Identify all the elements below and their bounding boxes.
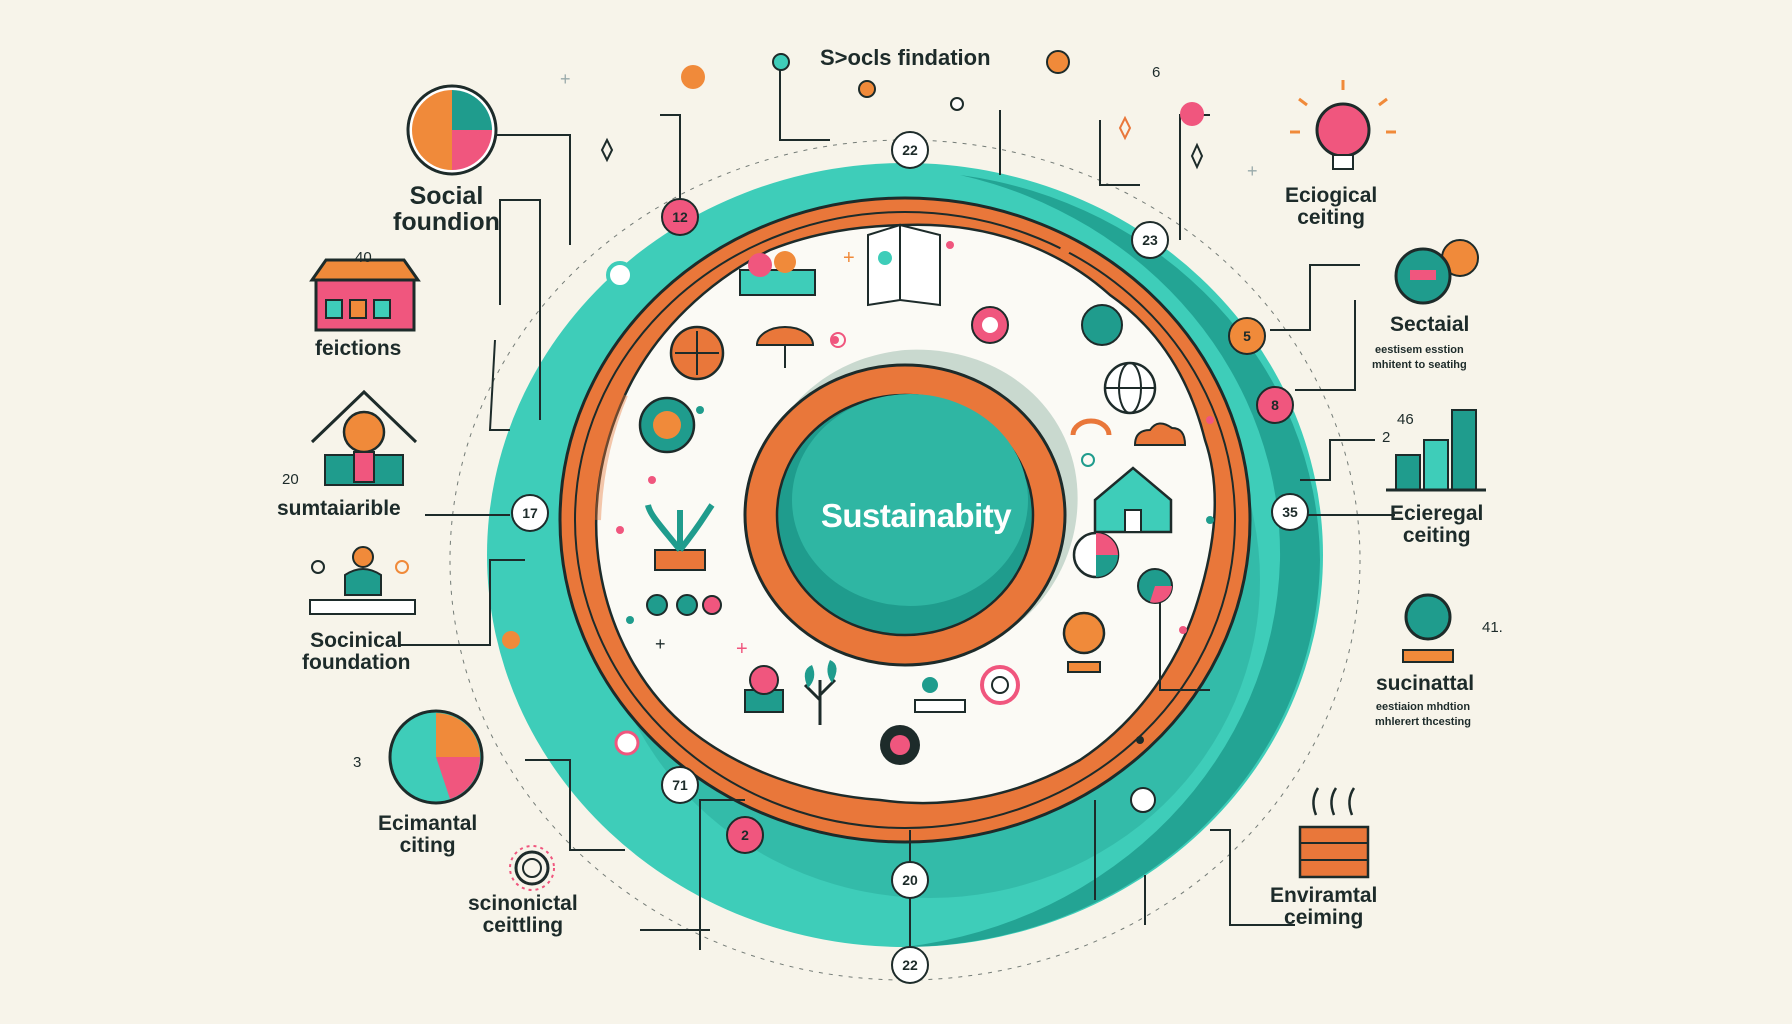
flower-icon xyxy=(880,725,920,765)
compass-icon xyxy=(669,325,725,381)
pie-chart-icon xyxy=(406,84,498,176)
globe-sun-icon xyxy=(1394,239,1479,305)
pie-icon-ring xyxy=(1072,531,1120,579)
bar-chart-icon xyxy=(1386,409,1486,492)
house-person-icon xyxy=(310,389,418,486)
badge-20: 20 xyxy=(891,861,929,899)
badge-22-bottom: 22 xyxy=(891,946,929,984)
top-title: S>ocls findation xyxy=(820,45,991,70)
label-enviramtal-ceiming: Enviramtal ceiming xyxy=(1270,884,1378,930)
label-eciogical-ceiting: Eciogical ceiting xyxy=(1285,184,1378,230)
badge-8: 8 xyxy=(1256,386,1294,424)
label-ecimantal-citing: Ecimantal citing xyxy=(378,812,478,858)
lightbulb-icon xyxy=(1290,80,1396,170)
inner-hole xyxy=(743,349,1078,667)
ring-icons xyxy=(638,223,1187,765)
webcam-icon xyxy=(1062,611,1106,673)
umbrella-icon xyxy=(755,326,815,368)
stall-icon xyxy=(739,251,816,296)
label-ecieregal-ceiting: Ecieregal ceiting xyxy=(1390,502,1484,548)
label-sectaial-sub: eestisem esstion mhitent to seatihg xyxy=(1372,344,1467,371)
svg-text:+: + xyxy=(655,634,666,654)
target-icon xyxy=(971,306,1009,344)
confetti: + + + + + xyxy=(560,69,1258,744)
tree-icon xyxy=(803,660,837,725)
label-sectaial: Sectaial xyxy=(1390,313,1470,336)
svg-text:+: + xyxy=(736,638,748,660)
spiral-icon xyxy=(509,845,555,891)
home-icon xyxy=(1093,466,1173,534)
pie-chart-icon-2 xyxy=(388,709,484,805)
number-2: 2 xyxy=(1382,429,1391,446)
plant-pot-icon xyxy=(645,503,715,571)
number-20: 20 xyxy=(282,471,299,488)
rainbow-icon xyxy=(1070,418,1112,436)
label-sumtaiarible: sumtaiarible xyxy=(277,497,401,520)
cloud-icon xyxy=(1133,422,1187,446)
bench-icon xyxy=(914,677,966,713)
connector-dots xyxy=(502,50,1204,813)
badge-22-top: 22 xyxy=(891,131,929,169)
svg-text:+: + xyxy=(1247,161,1258,181)
bush-icon xyxy=(744,665,784,713)
pie-icon-ring-2 xyxy=(1137,568,1173,604)
label-social-foundion: Social foundion xyxy=(393,182,500,237)
globe-icon-2 xyxy=(1081,304,1123,346)
small-globes xyxy=(646,594,722,616)
market-stall-icon xyxy=(309,258,421,332)
number-46: 46 xyxy=(1397,411,1414,428)
badge-23: 23 xyxy=(1131,221,1169,259)
label-scinonictal-ceittling: scinonictal ceittling xyxy=(468,892,578,938)
label-sucinattal: sucinattal xyxy=(1376,672,1475,695)
badge-35: 35 xyxy=(1271,493,1309,531)
globe-icon xyxy=(1103,361,1157,415)
badge-71: 71 xyxy=(661,766,699,804)
svg-text:+: + xyxy=(560,69,571,89)
number-3: 3 xyxy=(353,754,362,771)
label-sucinattal-sub: eestiaion mhdtion mhlerert thcesting xyxy=(1375,701,1471,728)
label-socinical-foundation: Socinical foundation xyxy=(302,629,411,675)
book-icon xyxy=(867,223,941,307)
leader-lines xyxy=(400,60,1395,950)
sunflower-icon xyxy=(980,665,1020,705)
gem-icon xyxy=(638,396,696,454)
badge-12: 12 xyxy=(661,198,699,236)
bricks-heat-icon xyxy=(1298,787,1370,879)
globe-stand-icon xyxy=(1402,593,1454,663)
number-41: 41. xyxy=(1482,619,1503,636)
center-label: Sustainabity xyxy=(820,497,1012,534)
label-feictions: feictions xyxy=(315,337,402,360)
people-icon xyxy=(309,546,416,615)
badge-2: 2 xyxy=(726,816,764,854)
badge-5: 5 xyxy=(1228,317,1266,355)
badge-17: 17 xyxy=(511,494,549,532)
number-40: 40 xyxy=(355,249,372,266)
svg-text:+: + xyxy=(843,247,855,269)
number-6: 6 xyxy=(1152,64,1161,81)
